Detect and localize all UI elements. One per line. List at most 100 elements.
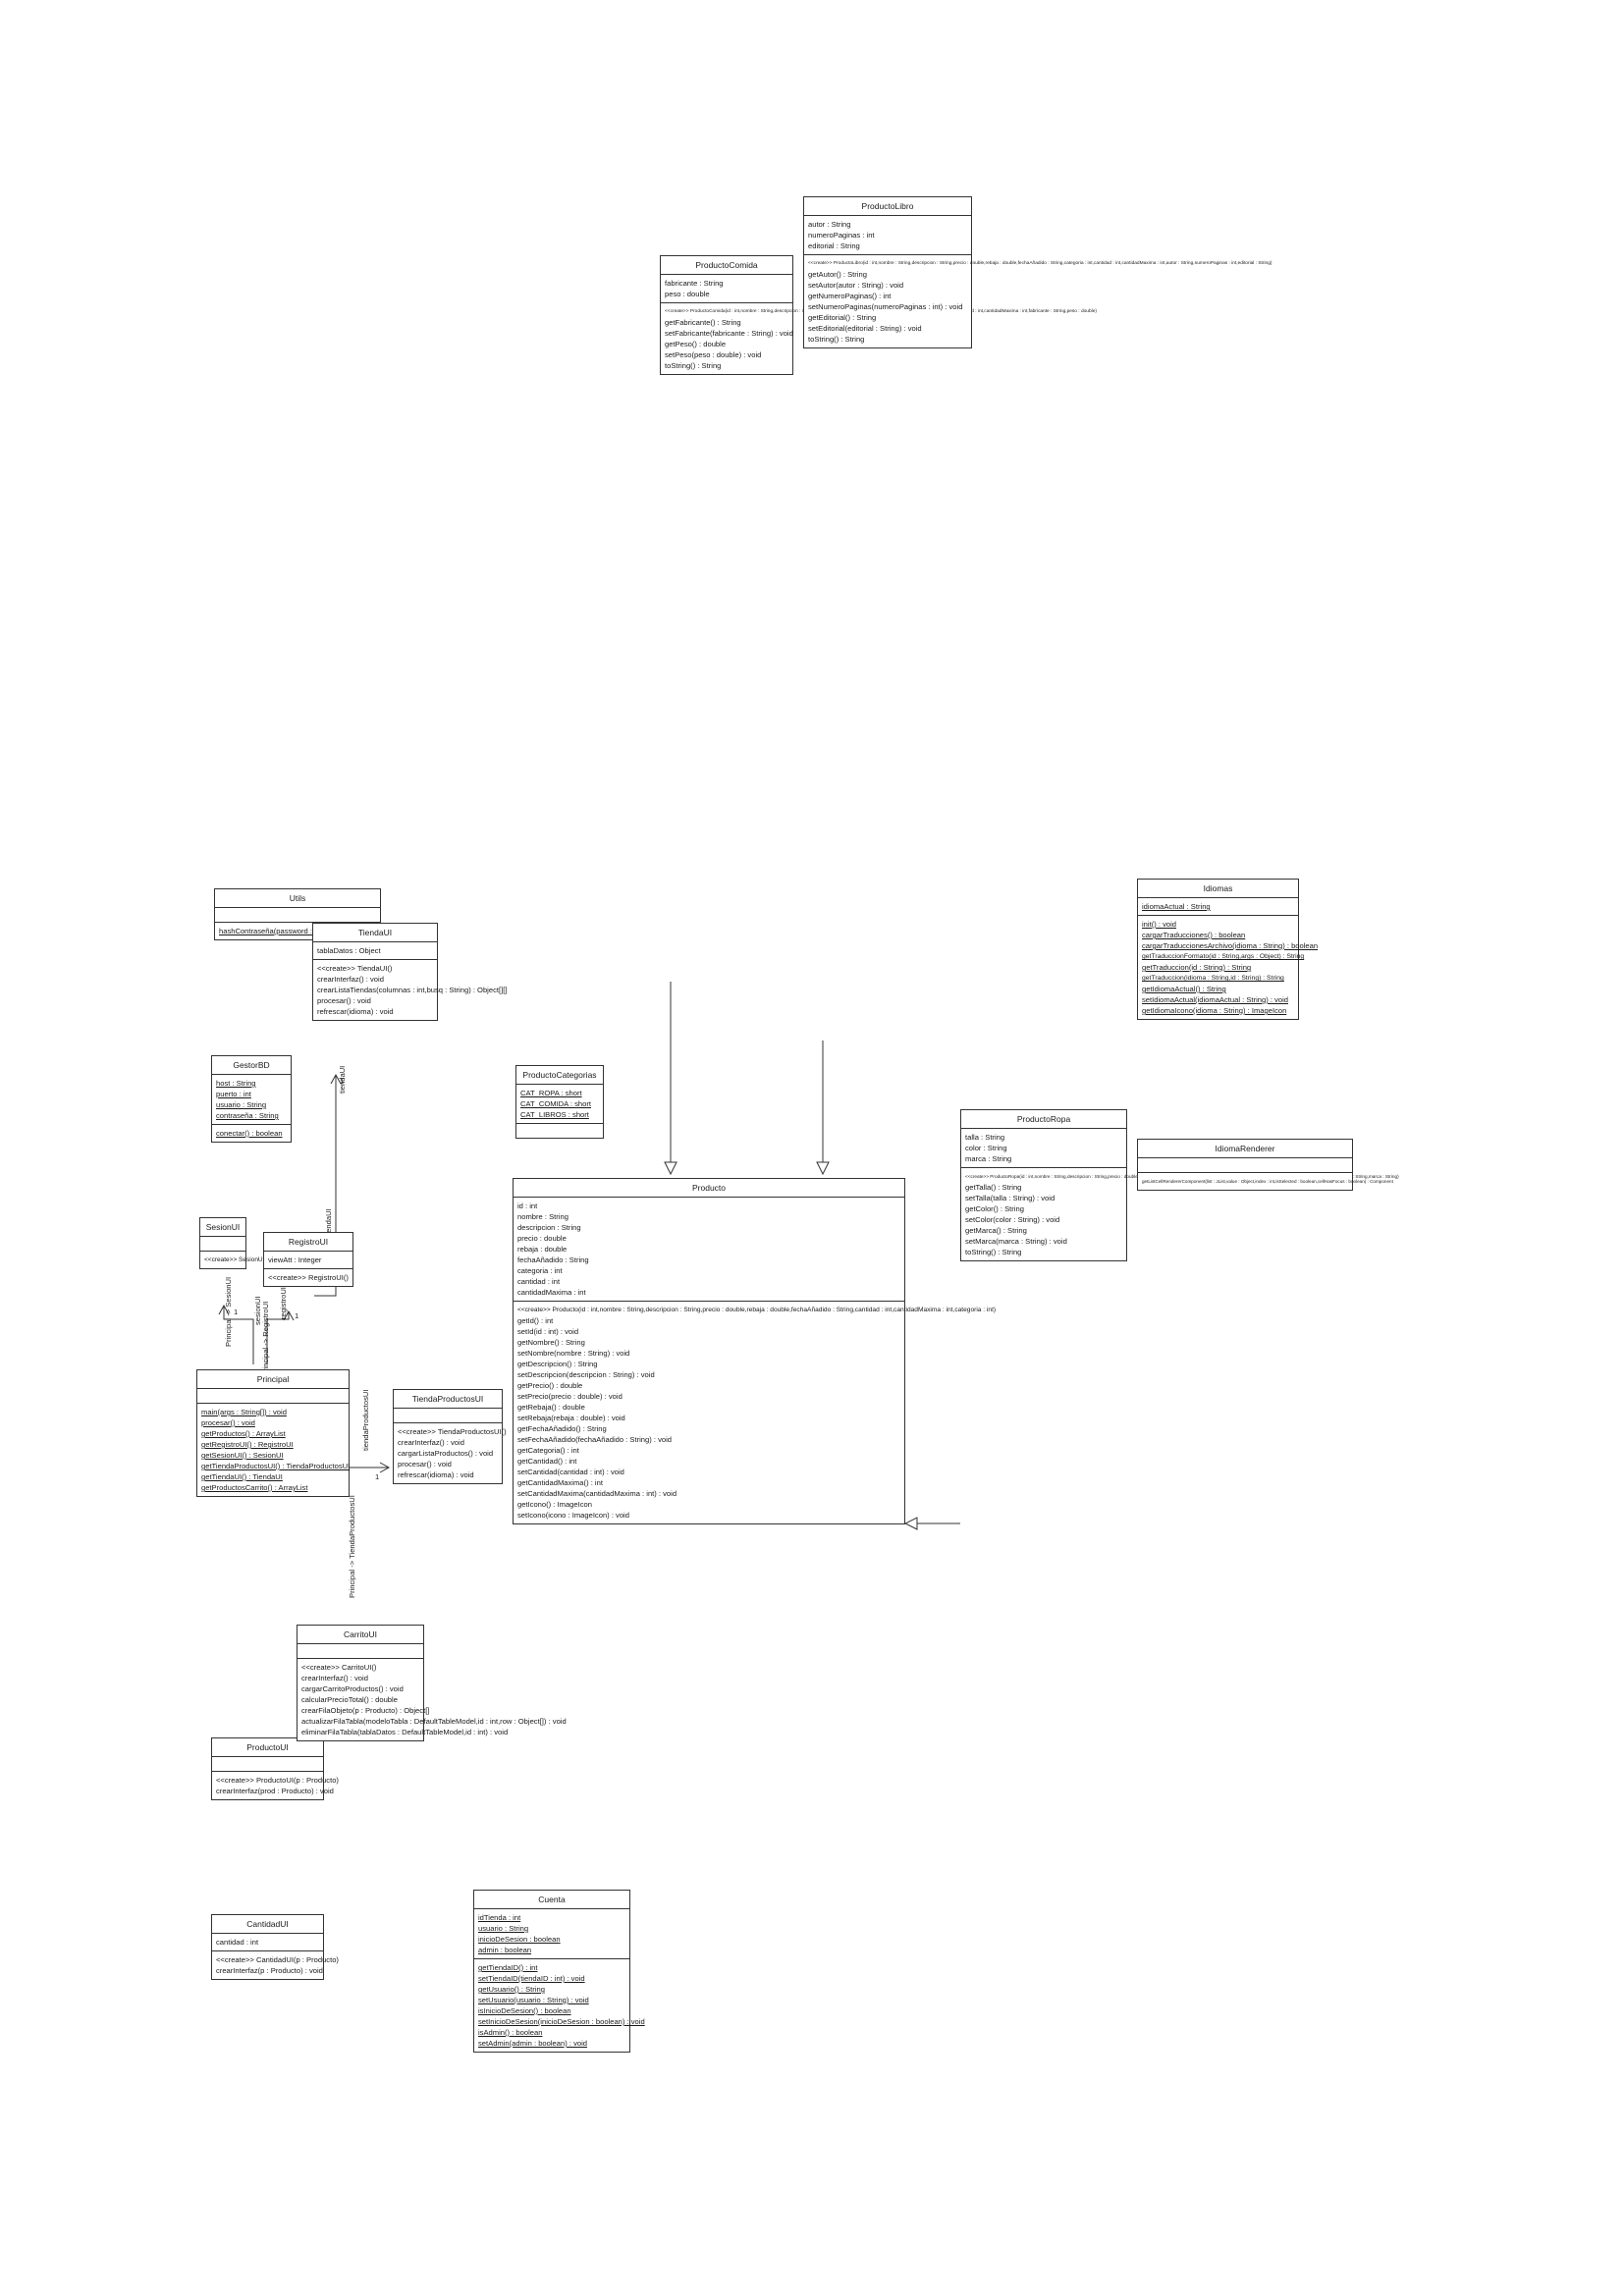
operation: setAdmin(admin : boolean) : void (478, 2039, 588, 2048)
operation-list: <<create>> TiendaUI() crearInterfaz() : … (313, 960, 507, 1020)
class-name: CantidadUI (212, 1915, 323, 1934)
attribute: fechaAñadido : String (517, 1255, 589, 1264)
operation: crearFilaObjeto(p : Producto) : Object[] (301, 1706, 430, 1715)
operation: setFechaAñadido(fechaAñadido : String) :… (517, 1435, 673, 1444)
operation: getPeso() : double (665, 340, 727, 348)
attribute: CAT_COMIDA : short (520, 1099, 592, 1108)
attribute: editorial : String (808, 241, 860, 250)
class-gestor-bd[interactable]: GestorBD host : String puerto : int usua… (211, 1055, 292, 1143)
operation: getCantidadMaxima() : int (517, 1478, 603, 1487)
class-tienda-ui[interactable]: TiendaUI tablaDatos : Object <<create>> … (312, 923, 507, 1021)
attribute: id : int (517, 1201, 538, 1210)
attribute-list: host : String puerto : int usuario : Str… (212, 1075, 291, 1125)
attribute-list (215, 908, 380, 923)
operation: refrescar(idioma) : void (317, 1007, 394, 1016)
class-name: ProductoRopa (961, 1110, 1126, 1129)
operation: getIcono() : ImageIcon (517, 1500, 592, 1509)
class-cantidad-ui[interactable]: CantidadUI cantidad : int <<create>> Can… (211, 1914, 339, 1980)
operation: <<create>> CantidadUI(p : Producto) (216, 1955, 339, 1964)
assoc-label-registro-role: registroUI (279, 1287, 288, 1319)
attribute: viewAtt : Integer (268, 1255, 322, 1264)
operation: getProductosCarrito() : ArrayList (201, 1483, 308, 1492)
operation: getAutor() : String (808, 270, 867, 279)
assoc-principal-tienda (314, 1073, 342, 1297)
operation: setRebaja(rebaja : double) : void (517, 1414, 625, 1422)
attribute-list (200, 1237, 245, 1252)
operation: <<create>> ProductoUI(p : Producto) (216, 1776, 339, 1785)
attribute: tablaDatos : Object (317, 946, 381, 955)
operation-list: hashContraseña(password : String) : Stri… (215, 923, 380, 939)
class-name: Producto (514, 1179, 904, 1198)
operation: <<create>> TiendaUI() (317, 964, 393, 973)
operation-list: getTiendaID() : int setTiendaID(tiendaID… (474, 1959, 645, 2052)
class-tienda-productos-ui[interactable]: TiendaProductosUI <<create>> TiendaProdu… (393, 1389, 507, 1484)
assoc-label-tienda-productos-role: tiendaProductosUI (361, 1389, 370, 1451)
class-sesion-ui[interactable]: SesionUI <<create>> SesionUI() (199, 1217, 269, 1269)
class-producto-categorias[interactable]: ProductoCategorias CAT_ROPA : short CAT_… (515, 1065, 604, 1139)
attribute: autor : String (808, 220, 851, 229)
operation: setNumeroPaginas(numeroPaginas : int) : … (808, 302, 963, 311)
class-name: SesionUI (200, 1218, 245, 1237)
operation: getDescripcion() : String (517, 1360, 598, 1368)
attribute: numeroPaginas : int (808, 231, 875, 240)
class-idiomas[interactable]: Idiomas idiomaActual : String init() : v… (1137, 879, 1319, 1020)
attribute-list: viewAtt : Integer (264, 1252, 352, 1269)
operation: cargarListaProductos() : void (398, 1449, 494, 1458)
attribute-list: cantidad : int (212, 1934, 323, 1951)
class-producto-libro[interactable]: ProductoLibro autor : String numeroPagin… (803, 196, 1272, 348)
operation: setInicioDeSesion(inicioDeSesion : boole… (478, 2017, 645, 2026)
operation: crearInterfaz(prod : Producto) : void (216, 1787, 334, 1795)
attribute-list: fabricante : String peso : double (661, 275, 792, 303)
operation: setIdiomaActual(idiomaActual : String) :… (1142, 995, 1288, 1004)
attribute-list (298, 1644, 423, 1659)
operation: setPrecio(precio : double) : void (517, 1392, 623, 1401)
operation: getId() : int (517, 1316, 554, 1325)
operation: setCantidad(cantidad : int) : void (517, 1468, 624, 1476)
attribute: cantidadMaxima : int (517, 1288, 586, 1297)
operation: toString() : String (965, 1248, 1022, 1256)
assoc-label-registro-mult: 1 (295, 1311, 299, 1320)
operation: getPrecio() : double (517, 1381, 583, 1390)
attribute: descripcion : String (517, 1223, 581, 1232)
assoc-label-sesion-mult: 1 (234, 1308, 239, 1316)
operation: cargarTraduccionesArchivo(idioma : Strin… (1142, 941, 1319, 950)
operation: getIdiomaIcono(idioma : String) : ImageI… (1142, 1006, 1287, 1015)
operation: getNumeroPaginas() : int (808, 292, 892, 300)
class-principal[interactable]: Principal main(args : String[]) : void p… (196, 1369, 350, 1497)
class-idioma-renderer[interactable]: IdiomaRenderer getListCellRendererCompon… (1137, 1139, 1393, 1191)
attribute: cantidad : int (216, 1938, 259, 1947)
operation: conectar() : boolean (216, 1129, 283, 1138)
operation: setId(id : int) : void (517, 1327, 579, 1336)
operation: setAutor(autor : String) : void (808, 281, 904, 290)
class-producto[interactable]: Producto id : int nombre : String descri… (513, 1178, 997, 1524)
operation: <<create>> ProductoLibro(id : int,nombre… (808, 261, 1272, 266)
operation: procesar() : void (201, 1418, 255, 1427)
operation: isAdmin() : boolean (478, 2028, 543, 2037)
class-producto-ropa[interactable]: ProductoRopa talla : String color : Stri… (960, 1109, 1399, 1261)
class-carrito-ui[interactable]: CarritoUI <<create>> CarritoUI() crearIn… (297, 1625, 567, 1741)
operation: crearInterfaz() : void (301, 1674, 368, 1682)
attribute: peso : double (665, 290, 710, 298)
operation: isInicioDeSesion() : boolean (478, 2006, 571, 2015)
class-utils[interactable]: Utils hashContraseña(password : String) … (214, 888, 381, 940)
class-registro-ui[interactable]: RegistroUI viewAtt : Integer <<create>> … (263, 1232, 353, 1287)
operation: toString() : String (665, 361, 722, 370)
attribute: host : String (216, 1079, 256, 1088)
assoc-label-tienda-mult: 1 (340, 1077, 345, 1086)
class-producto-ui[interactable]: ProductoUI <<create>> ProductoUI(p : Pro… (211, 1737, 339, 1800)
operation-list: <<create>> Producto(id : int,nombre : St… (514, 1302, 997, 1523)
assoc-principal-registro (266, 1309, 295, 1364)
operation-list: <<create>> TiendaProductosUI() crearInte… (394, 1423, 507, 1483)
operation: <<create>> Producto(id : int,nombre : St… (517, 1307, 997, 1313)
operation: getNombre() : String (517, 1338, 585, 1347)
class-cuenta[interactable]: Cuenta idTienda : int usuario : String i… (473, 1890, 645, 2053)
class-producto-comida[interactable]: ProductoComida fabricante : String peso … (660, 255, 1097, 375)
attribute-list: talla : String color : String marca : St… (961, 1129, 1126, 1168)
operation-list: <<create>> ProductoComida(id : int,nombr… (661, 303, 1097, 374)
assoc-label-principal-sesion: Principal -> SesionUI (224, 1276, 233, 1347)
operation: getFabricante() : String (665, 318, 741, 327)
attribute-list (1138, 1158, 1352, 1173)
attribute: fabricante : String (665, 279, 724, 288)
